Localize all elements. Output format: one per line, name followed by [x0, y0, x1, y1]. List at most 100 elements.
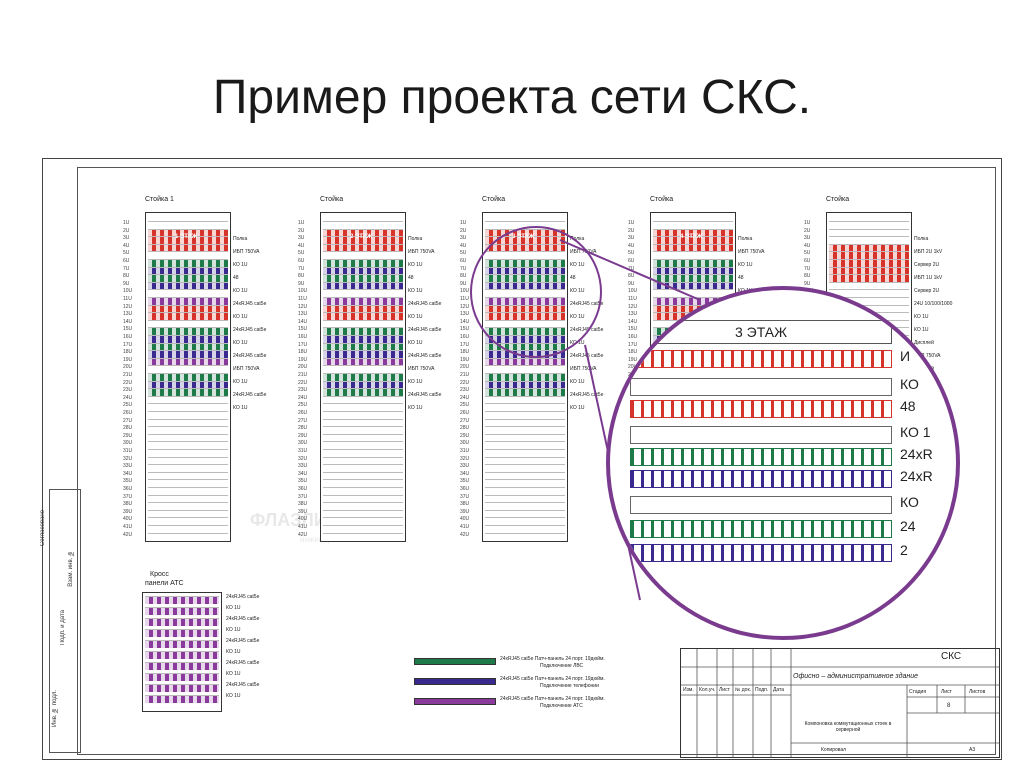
unit-number: 27U — [298, 417, 308, 424]
unit-number: 37U — [123, 493, 133, 500]
cross-label: КО 1U — [226, 649, 241, 655]
unit-number: 38U — [123, 501, 133, 508]
rack-unit — [829, 266, 909, 275]
unit-number: 4U — [123, 242, 130, 249]
unit-number: 40U — [298, 516, 308, 523]
side-stamp-1: Инв. № подл. — [52, 690, 58, 727]
rack-unit — [148, 289, 228, 295]
unit-number: 7U — [460, 265, 467, 272]
rack-label: Полка — [570, 236, 585, 242]
cross-subtitle: панели АТС — [145, 580, 184, 587]
unit-number: 22U — [460, 379, 470, 386]
cross-rack — [142, 592, 222, 712]
unit-number: 2U — [298, 227, 305, 234]
zoom-row — [630, 350, 892, 368]
unit-number: 11U — [460, 296, 469, 302]
rack-unit — [323, 487, 403, 493]
cross-unit — [145, 629, 219, 637]
legend-swatch — [414, 658, 496, 665]
zoom-label: КО — [900, 376, 919, 392]
rack-unit — [485, 433, 565, 440]
unit-number: 10U — [298, 288, 308, 295]
cross-label: КО 1U — [226, 627, 241, 633]
rack-unit — [323, 449, 403, 455]
unit-number: 1U — [804, 220, 811, 226]
rack-unit — [148, 509, 228, 516]
rack-label: Дисплей — [914, 340, 934, 346]
rack-unit — [148, 380, 228, 389]
tb-caption: Компоновка коммутационных стоек в сервер… — [804, 721, 892, 733]
tb-code: СКС — [941, 651, 962, 662]
cross-unit — [145, 596, 219, 604]
unit-number: 16U — [298, 334, 308, 340]
rack-label: КО 1U — [233, 405, 248, 411]
unit-number: 13U — [628, 311, 638, 318]
unit-number: 4U — [298, 242, 305, 249]
unit-number: 12U — [628, 303, 638, 310]
rack-unit — [148, 456, 228, 463]
unit-number: 2U — [804, 227, 811, 234]
legend-text-2: Подключение ЛВС — [540, 663, 584, 669]
unit-number: 37U — [298, 493, 308, 500]
rack-unit — [323, 357, 403, 366]
zoom-row — [630, 470, 892, 488]
rack-unit — [485, 479, 565, 485]
tb-copied: Копировал — [821, 747, 847, 753]
rack-unit — [485, 471, 565, 478]
rack-label: ИБП 750VA — [738, 249, 765, 255]
rack-unit — [148, 449, 228, 455]
rack-unit — [148, 418, 228, 425]
rack-unit — [323, 388, 403, 396]
unit-number: 21U — [298, 372, 308, 378]
rack-unit — [148, 350, 228, 358]
rack-label: ИБП 2U 1kV — [914, 249, 943, 255]
rack-label: Полка — [408, 236, 423, 242]
unit-number: 10U — [460, 288, 470, 295]
rack-label: КО 1U — [570, 379, 585, 385]
legend-swatch — [414, 678, 496, 685]
rack-unit — [323, 395, 403, 402]
rack-label: КО 1U — [233, 340, 248, 346]
unit-number: 2U — [460, 227, 467, 234]
rack-unit — [323, 312, 403, 320]
unit-number: 16U — [123, 334, 133, 340]
unit-number: 6U — [804, 258, 811, 264]
cross-unit — [145, 695, 219, 703]
rack-label: КО 1U — [408, 379, 423, 385]
rack-unit — [148, 411, 228, 417]
unit-number: 3U — [123, 235, 130, 242]
unit-number: 8U — [123, 273, 130, 280]
unit-number: 42U — [123, 531, 133, 538]
rack-label: КО 1U — [233, 262, 248, 268]
tb-sheet-number: 8 — [947, 703, 951, 709]
unit-number: 24U — [298, 394, 308, 401]
rack-unit — [148, 494, 228, 501]
rack-unit — [323, 350, 403, 358]
unit-number: 42U — [460, 531, 470, 538]
rack-unit — [829, 304, 909, 311]
unit-number: 8U — [298, 273, 305, 280]
unit-number: 38U — [460, 501, 470, 508]
rack-unit — [148, 357, 228, 366]
rack-unit — [323, 509, 403, 516]
unit-number: 9U — [298, 280, 305, 287]
unit-number: 41U — [460, 524, 470, 530]
rack-unit — [323, 517, 403, 523]
cross-unit — [145, 618, 219, 626]
zoom-row — [630, 426, 892, 444]
unit-number: 15U — [628, 326, 638, 333]
unit-number: 5U — [123, 250, 130, 257]
unit-number: 28U — [298, 425, 308, 432]
rack-unit — [148, 464, 228, 470]
unit-number: 22U — [123, 379, 133, 386]
unit-number: 24U — [460, 394, 470, 401]
rack-unit — [829, 221, 909, 227]
unit-number: 2U — [628, 227, 635, 234]
rack-unit — [653, 281, 733, 290]
rack-label: 24xRJ45 cat5e — [408, 392, 442, 398]
rack-unit — [148, 297, 228, 305]
zoom-row — [630, 520, 892, 538]
rack-unit — [485, 464, 565, 470]
rack-title: Стойка — [650, 196, 674, 203]
